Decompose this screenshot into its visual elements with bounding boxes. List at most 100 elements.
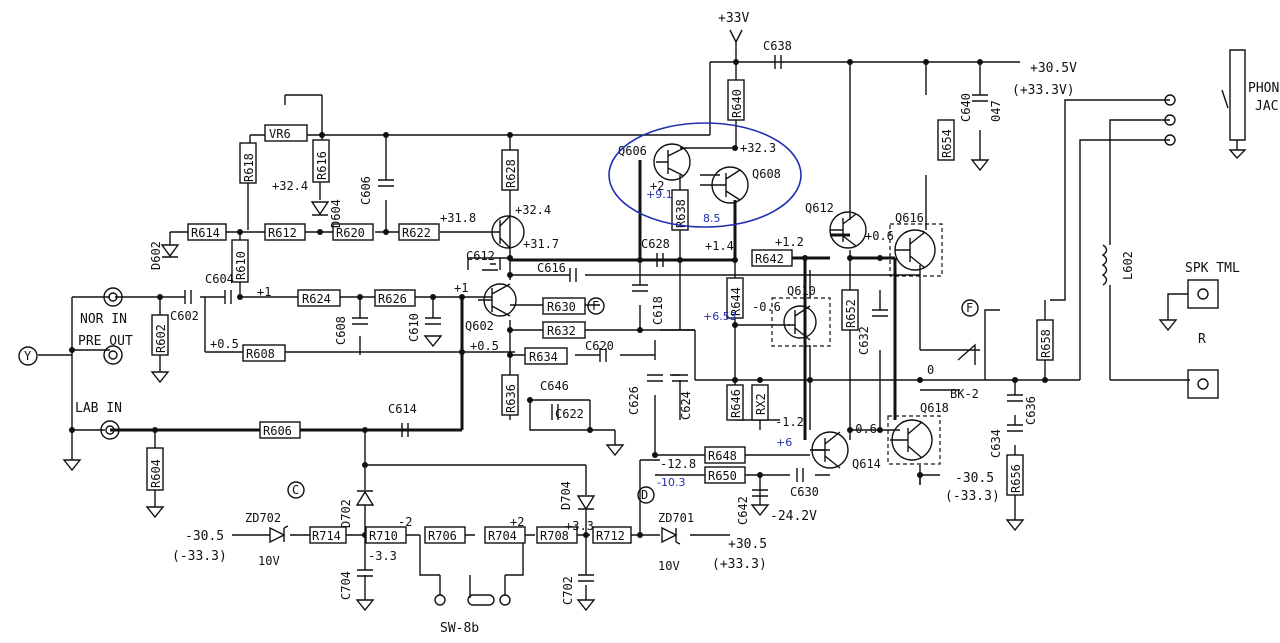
r618-resistor: R618 [239,142,257,184]
q602-transistor: Q602 [465,283,517,333]
r642-resistor: R642 [751,249,793,267]
c702-capacitor: C702 [561,574,594,605]
svg-text:+1.4: +1.4 [705,239,734,253]
svg-text:C646: C646 [540,379,569,393]
svg-text:C630: C630 [790,485,819,499]
svg-text:C636: C636 [1024,396,1038,425]
c642-capacitor: C642 [736,489,768,525]
svg-text:C638: C638 [763,39,792,53]
svg-text:-12.8: -12.8 [660,457,696,471]
svg-text:C624: C624 [679,391,693,420]
c610-capacitor: C610 [407,313,441,342]
r626-resistor: R626 [374,289,416,307]
grounds [62,140,1247,612]
svg-text:(-33.3): (-33.3) [172,549,227,564]
svg-text:R618: R618 [242,153,256,182]
svg-text:R630: R630 [547,300,576,314]
svg-text:R712: R712 [596,529,625,543]
svg-text:C626: C626 [627,386,641,415]
svg-text:+0.5: +0.5 [210,337,239,351]
q616-transistor: Q616 [889,211,943,277]
svg-text:+3.3: +3.3 [565,519,594,533]
r622-resistor: R622 [398,223,440,241]
svg-text:10V: 10V [658,559,680,573]
svg-text:C628: C628 [641,237,670,251]
q608-transistor: Q608 [700,166,781,204]
c616-capacitor: C616 [537,261,577,282]
svg-text:R652: R652 [844,299,858,328]
r614-resistor: R614 [187,223,227,241]
svg-text:C618: C618 [651,296,665,325]
c620-capacitor: C620 [585,339,614,362]
svg-text:R612: R612 [268,226,297,240]
q612-upper-transistor [491,215,525,249]
svg-text:PRE OUT: PRE OUT [78,334,133,349]
svg-text:+2: +2 [650,179,664,193]
svg-text:R616: R616 [315,151,329,180]
f-node-left: F [587,297,605,315]
c602-capacitor: C602 [170,290,199,323]
svg-text:SW-8b: SW-8b [440,621,479,636]
r610-resistor: R610 [231,239,249,283]
svg-text:R650: R650 [708,469,737,483]
r616-resistor: R616 [312,139,330,183]
l602-inductor: L602 [1101,244,1135,286]
svg-text:+33V: +33V [718,11,749,26]
svg-text:D704: D704 [559,481,573,510]
supply-labels: +33V +30.5V (+33.3V) -30.5 (-33.3) +30.5… [172,11,1077,572]
c606-capacitor: C606 [359,176,394,205]
svg-text:+30.5: +30.5 [728,537,767,552]
r706-resistor: R706 [424,526,466,544]
svg-text:JAC: JAC [1255,99,1278,114]
d602-diode: D602 [149,241,180,270]
svg-text:C620: C620 [585,339,614,353]
svg-text:Q614: Q614 [852,457,881,471]
voltage-labels: +32.4 +31.8 +32.4 +31.7 +1 +1 +0.5 +0.5 … [210,141,934,563]
svg-text:+1: +1 [454,281,468,295]
svg-text:-30.5: -30.5 [955,471,994,486]
c618-capacitor: C618 [632,284,665,325]
svg-text:C614: C614 [388,402,417,416]
r638-resistor: R638 [671,189,689,231]
svg-text:ZD702: ZD702 [245,511,281,525]
svg-text:+2: +2 [510,515,524,529]
svg-text:R704: R704 [488,529,517,543]
svg-text:C610: C610 [407,313,421,342]
svg-text:D: D [641,488,648,502]
svg-text:D702: D702 [339,499,353,528]
lab-in-jack: LAB IN [75,401,122,440]
svg-text:C640: C640 [959,93,973,122]
f-node-right: F [961,299,979,317]
svg-text:R654: R654 [940,129,954,158]
svg-text:R636: R636 [504,384,518,413]
svg-text:R646: R646 [729,389,743,418]
highlight-ellipse [608,122,802,228]
svg-text:-1.2: -1.2 [775,415,804,429]
svg-text:+6.53: +6.53 [703,310,737,323]
r650-resistor: R650 [704,466,746,484]
svg-text:C612: C612 [466,249,495,263]
svg-text:PHON: PHON [1248,81,1279,96]
wires [38,40,1190,600]
r-terminal: R [1187,332,1219,399]
svg-text:-0.6: -0.6 [848,422,877,436]
svg-text:LAB IN: LAB IN [75,401,122,416]
r714-resistor: R714 [309,526,347,544]
svg-text:D602: D602 [149,241,163,270]
r644-resistor: R644 [726,277,744,319]
c630-capacitor: C630 [790,468,819,499]
c636-capacitor: C636 [1007,394,1038,425]
svg-text:-2: -2 [398,515,412,529]
r658-resistor: R658 [1036,319,1054,361]
svg-text:R714: R714 [312,529,341,543]
r640-resistor: R640 [727,79,745,121]
r612-resistor: R612 [264,223,306,241]
svg-text:+31.8: +31.8 [440,211,476,225]
svg-text:C606: C606 [359,176,373,205]
q606-transistor: Q606 [618,143,691,181]
c646-capacitor: C646 [540,379,569,393]
r708-resistor: R708 [536,526,578,544]
